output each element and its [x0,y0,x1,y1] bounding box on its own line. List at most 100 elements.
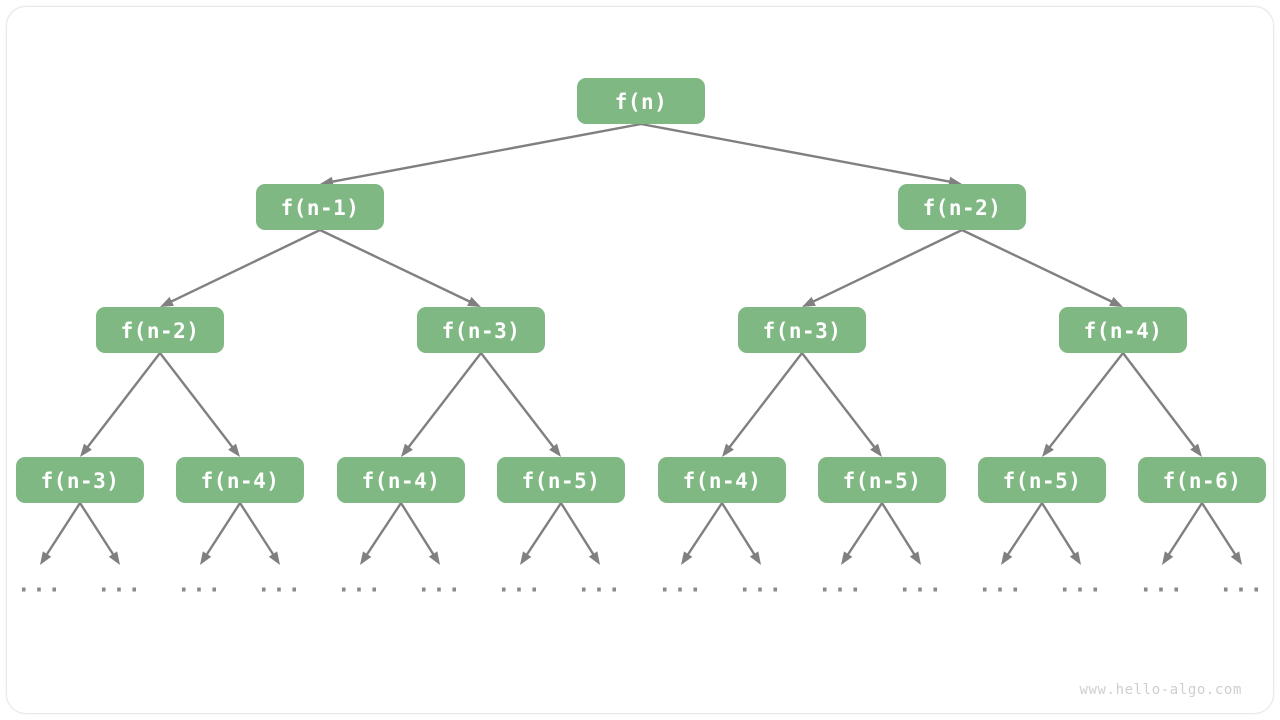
node-background [96,307,224,353]
leaf-edge-11 [880,502,921,565]
tree-node-n0[interactable]: f(n) [577,78,705,124]
node-label: f(n-3) [41,469,120,493]
node-label: f(n-4) [1084,319,1163,343]
edge-n4-to-n10 [480,352,561,457]
arrow-head [40,551,52,565]
ellipsis-10: ... [818,573,864,598]
ellipsis-12: ... [978,573,1024,598]
edge-line [1122,352,1197,449]
node-background [898,184,1026,230]
arrow-head [228,443,240,457]
ellipsis-13: ... [1058,573,1104,598]
edges-layer [40,122,1242,565]
nodes-layer: f(n) f(n-1) f(n-2) f(n-2) f(n-3) f(n-3) f(n-4)… [16,78,1266,503]
watermark: www.hello-algo.com [1079,682,1242,698]
tree-node-n5[interactable]: f(n-3) [738,307,866,353]
leaf-edge-6 [520,502,563,565]
edge-line [559,502,596,557]
leaf-edge-15 [1200,502,1242,565]
edge-n0-to-n1 [320,122,642,187]
edge-n4-to-n9 [401,352,482,457]
edge-line [319,228,472,304]
edge-n1-to-n4 [319,228,481,307]
arrow-head [520,551,532,565]
arrow-head [1042,443,1054,457]
edge-n3-to-n7 [80,352,161,457]
edge-line [480,352,556,450]
leaf-edge-12 [1001,502,1044,565]
node-background [577,78,705,124]
edge-line [846,502,884,557]
node-background [658,457,786,503]
arrow-head [841,551,853,565]
arrow-head [401,443,413,457]
tree-node-n11[interactable]: f(n-4) [658,457,786,503]
arrow-head [870,443,882,457]
edge-line [525,502,563,557]
edge-line [1166,502,1204,557]
node-label: f(n) [615,90,668,114]
node-label: f(n-6) [1163,469,1242,493]
arrow-head [80,443,92,457]
tree-node-n14[interactable]: f(n-6) [1138,457,1266,503]
edge-line [406,352,482,450]
node-label: f(n-4) [683,469,762,493]
arrow-head [1109,296,1123,307]
edge-line [399,502,436,557]
tree-node-n8[interactable]: f(n-4) [176,457,304,503]
tree-node-n2[interactable]: f(n-2) [898,184,1026,230]
tree-node-n13[interactable]: f(n-5) [978,457,1106,503]
arrow-head [681,551,693,565]
node-background [497,457,625,503]
node-background [16,457,144,503]
leaf-edge-3 [238,502,280,565]
arrow-head [360,551,372,565]
arrow-head [467,296,481,307]
tree-node-n12[interactable]: f(n-5) [818,457,946,503]
arrow-head [108,551,120,565]
ellipsis-7: ... [577,573,623,598]
edge-line [1006,502,1044,557]
leaf-edge-9 [720,502,761,565]
tree-node-n9[interactable]: f(n-4) [337,457,465,503]
arrow-head [160,296,174,307]
node-label: f(n-2) [121,319,200,343]
node-label: f(n-4) [362,469,441,493]
leaf-edge-13 [1040,502,1081,565]
arrow-head [1230,551,1242,565]
node-background [176,457,304,503]
edge-n5-to-n12 [801,352,882,457]
node-label: f(n-1) [281,196,360,220]
leaf-edge-0 [40,502,82,565]
arrow-head [268,551,280,565]
tree-node-n7[interactable]: f(n-3) [16,457,144,503]
tree-node-n6[interactable]: f(n-4) [1059,307,1187,353]
ellipsis-9: ... [738,573,784,598]
tree-node-n3[interactable]: f(n-2) [96,307,224,353]
ellipsis-11: ... [898,573,944,598]
edge-n0-to-n2 [640,122,962,187]
node-label: f(n-3) [442,319,521,343]
edge-line [330,122,642,184]
edge-line [686,502,724,557]
node-background [256,184,384,230]
arrow-head [749,551,761,565]
edge-n2-to-n6 [961,228,1123,307]
leaf-edge-7 [559,502,600,565]
tree-node-n4[interactable]: f(n-3) [417,307,545,353]
tree-node-n10[interactable]: f(n-5) [497,457,625,503]
node-background [738,307,866,353]
node-label: f(n-3) [763,319,842,343]
edge-line [727,352,803,450]
ellipsis-0: ... [17,573,63,598]
leaf-edge-4 [360,502,403,565]
edge-line [640,122,952,184]
edge-n6-to-n13 [1042,352,1124,457]
node-label: f(n-5) [522,469,601,493]
edge-line [961,228,1114,304]
tree-node-n1[interactable]: f(n-1) [256,184,384,230]
edge-line [204,502,242,557]
arrow-head [428,551,440,565]
